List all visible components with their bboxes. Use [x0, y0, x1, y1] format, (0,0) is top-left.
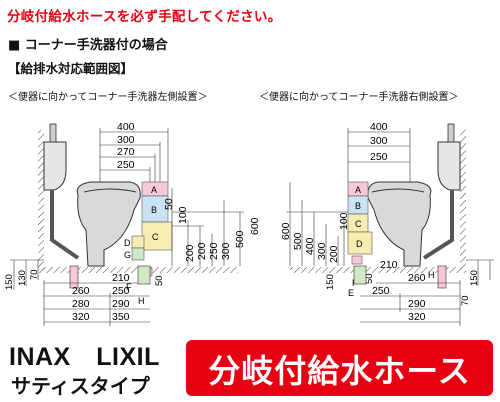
right-dim-v-400: 400 — [304, 237, 316, 255]
left-dim-v-500: 500 — [234, 230, 246, 248]
left-dim-b-320: 320 — [72, 311, 90, 323]
left-dim-130: 130 — [17, 270, 28, 286]
right-dim-b-260: 260 — [408, 272, 426, 284]
right-dim-v-200: 200 — [328, 245, 340, 263]
right-dim-400: 400 — [370, 121, 388, 133]
left-diagram: A B C D G E F H 400 300 270 250 — [4, 121, 261, 326]
right-caption: ＜便器に向かってコーナー手洗器右側設置＞ — [259, 92, 459, 103]
right-zone-label-c: C — [355, 219, 362, 229]
right-dim-v-500: 500 — [292, 232, 304, 250]
product-label: 分岐付給水ホース — [208, 352, 471, 390]
right-floor — [290, 267, 466, 273]
right-dim-v-300: 300 — [316, 242, 328, 260]
left-dim-b-350: 350 — [112, 311, 130, 323]
right-toilet — [367, 181, 432, 267]
right-zone-label-b: B — [355, 201, 361, 211]
right-zone-label-e: E — [348, 288, 354, 298]
left-wall — [38, 130, 44, 270]
left-dim-b-280: 280 — [72, 298, 90, 310]
left-zone-b — [141, 195, 169, 223]
left-zone-label-d: D — [124, 238, 131, 248]
left-dim-v-100: 100 — [177, 206, 189, 224]
left-zone-d — [131, 235, 145, 249]
right-drain-fitting — [353, 265, 367, 285]
right-zone-label-a: A — [355, 185, 361, 195]
installation-range-diagram: A B C D G E F H 400 300 270 250 — [4, 121, 494, 326]
left-zone-label-h: H — [138, 296, 145, 306]
right-dim-b-290: 290 — [408, 298, 426, 310]
right-dim-v-150: 150 — [325, 274, 336, 290]
left-zone-g — [131, 247, 145, 261]
right-zone-d — [347, 231, 373, 255]
left-dim-v-300: 300 — [220, 242, 232, 260]
right-faucet-icon — [447, 123, 455, 143]
range-label: 【給排水対応範囲図】 — [8, 61, 134, 76]
left-zone-label-b: B — [151, 205, 157, 215]
left-dim-b-50: 50 — [154, 275, 165, 286]
left-dim-v-600: 600 — [249, 217, 261, 235]
warning-text: 分岐付給水ホースを必ず手配してください。 — [7, 9, 282, 25]
left-dim-70: 70 — [29, 269, 40, 280]
left-dim-v-200a: 200 — [196, 242, 208, 260]
section-title: ■ コーナー手洗器付の場合 — [8, 38, 168, 53]
left-dim-b-260: 260 — [72, 285, 90, 297]
right-supply-fitting — [437, 265, 447, 289]
product-banner: 分岐付給水ホース — [186, 340, 493, 396]
left-corner-sink — [43, 141, 67, 191]
left-dim-300: 300 — [117, 134, 135, 146]
left-drain-fitting — [137, 265, 151, 285]
left-zone-label-c: C — [152, 232, 159, 242]
left-faucet-icon — [49, 123, 57, 143]
right-sink-pipe — [422, 190, 454, 260]
left-dim-v-200b: 200 — [184, 244, 196, 262]
left-dim-270: 270 — [117, 146, 135, 158]
left-dim-b-290: 290 — [112, 298, 130, 310]
right-dim-b-320: 320 — [408, 311, 426, 323]
right-dim-b-250: 250 — [372, 285, 390, 297]
left-supply-fitting — [69, 265, 79, 289]
left-zone-label-g: G — [124, 250, 131, 260]
brand-type: サティスタイプ — [11, 374, 150, 398]
right-dim-b-210: 210 — [380, 259, 398, 271]
right-zone-label-h: H — [428, 270, 435, 280]
left-dim-150: 150 — [4, 274, 15, 290]
right-dim-300: 300 — [370, 135, 388, 147]
left-dim-b-210: 210 — [112, 272, 130, 284]
left-dim-v-250: 250 — [208, 242, 220, 260]
left-zone-label-f: F — [126, 282, 132, 292]
right-dim-150: 150 — [469, 270, 480, 286]
right-dim-v-50: 50 — [364, 273, 375, 284]
right-dim-250: 250 — [370, 151, 388, 163]
left-caption: ＜便器に向かってコーナー手洗器左側設置＞ — [8, 92, 208, 103]
left-dim-400: 400 — [117, 121, 135, 133]
brand-name: INAX LIXIL — [9, 343, 160, 371]
left-dim-250: 250 — [117, 159, 135, 171]
right-dim-70: 70 — [460, 295, 471, 306]
right-dim-v-100: 100 — [338, 212, 350, 230]
right-diagram: A B C D E F H 400 300 250 600 500 40 — [280, 121, 494, 326]
right-zone-h — [351, 255, 363, 265]
right-zone-label-d: D — [356, 239, 363, 249]
left-sink-pipe — [50, 190, 80, 260]
left-dim-v-50: 50 — [163, 198, 175, 210]
right-dim-v-600: 600 — [280, 222, 292, 240]
right-corner-sink — [437, 141, 461, 191]
left-dim-b-250: 250 — [112, 285, 130, 297]
left-toilet — [76, 181, 141, 267]
right-wall — [460, 130, 466, 270]
left-zone-label-a: A — [151, 185, 157, 195]
